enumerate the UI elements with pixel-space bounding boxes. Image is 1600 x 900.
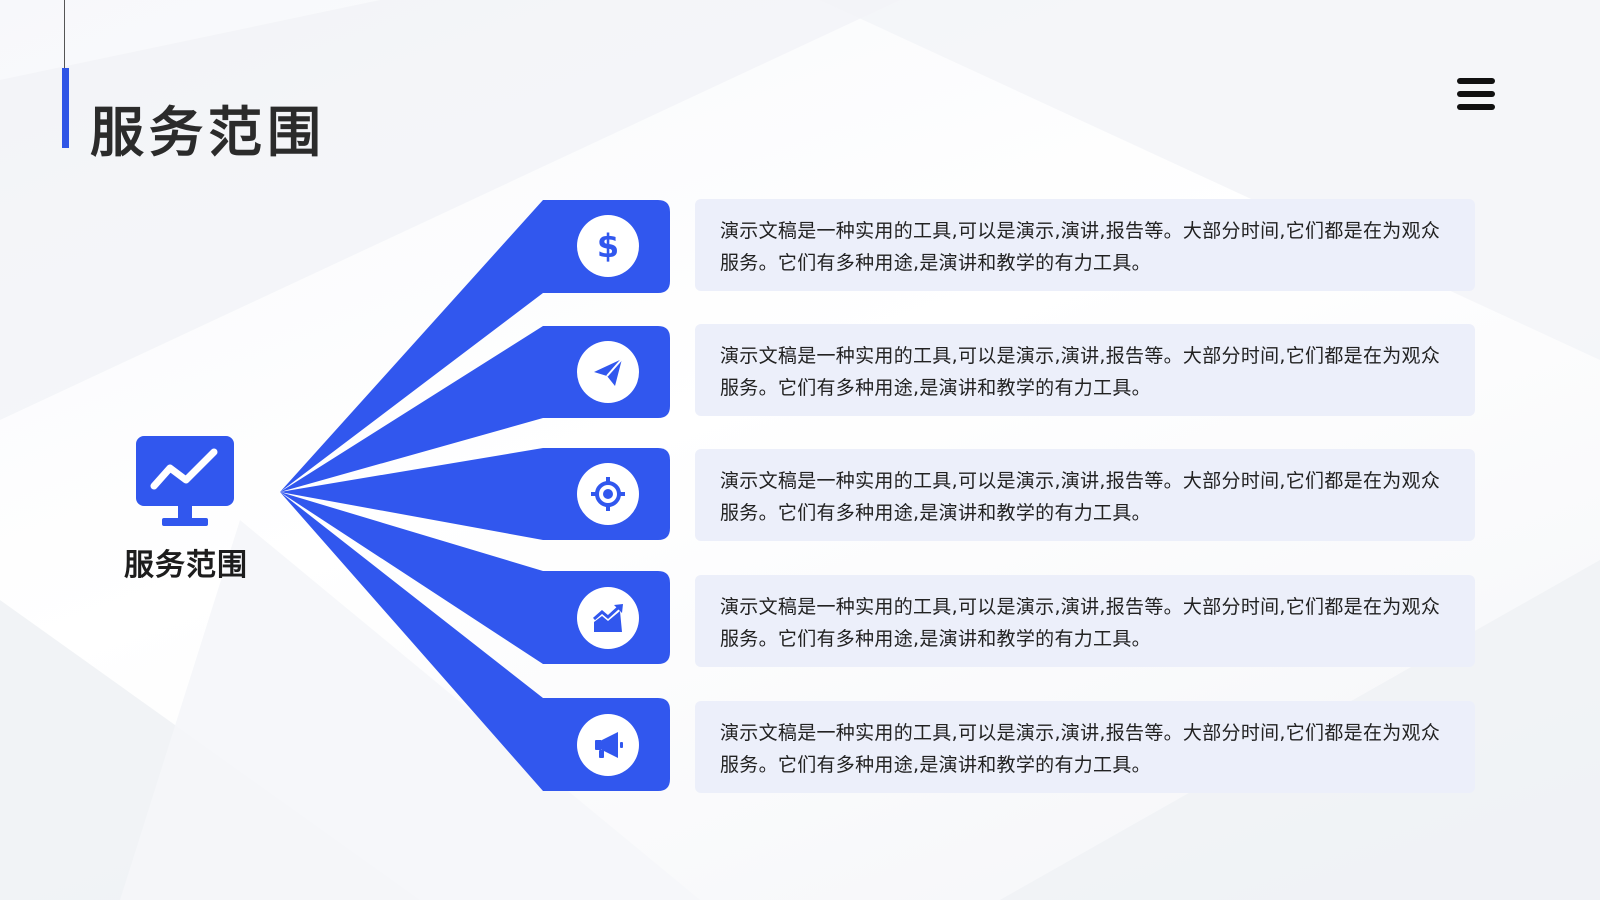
- branch-2: [280, 326, 670, 492]
- item-text-3: 演示文稿是一种实用的工具,可以是演示,演讲,报告等。大部分时间,它们都是在为观众…: [720, 470, 1441, 524]
- top-divider-line: [64, 0, 65, 70]
- item-textbox-3: 演示文稿是一种实用的工具,可以是演示,演讲,报告等。大部分时间,它们都是在为观众…: [695, 449, 1475, 541]
- branch-5: [280, 492, 670, 791]
- svg-text:$: $: [597, 228, 619, 264]
- item-textbox-1: 演示文稿是一种实用的工具,可以是演示,演讲,报告等。大部分时间,它们都是在为观众…: [695, 199, 1475, 291]
- page-title: 服务范围: [90, 101, 326, 164]
- dollar-icon: $: [577, 215, 639, 277]
- item-textbox-4: 演示文稿是一种实用的工具,可以是演示,演讲,报告等。大部分时间,它们都是在为观众…: [695, 575, 1475, 667]
- paper-plane-icon: [577, 341, 639, 403]
- title-accent-bar: [62, 68, 69, 148]
- hub-label: 服务范围: [124, 548, 248, 583]
- hamburger-menu-icon[interactable]: [1457, 78, 1495, 110]
- branch-3: [280, 448, 670, 540]
- branch-4: [280, 492, 670, 664]
- target-icon: [577, 463, 639, 525]
- branch-1: [280, 200, 670, 492]
- growth-chart-icon: [577, 587, 639, 649]
- monitor-chart-icon: [136, 436, 234, 526]
- item-text-1: 演示文稿是一种实用的工具,可以是演示,演讲,报告等。大部分时间,它们都是在为观众…: [720, 220, 1441, 274]
- megaphone-icon: [577, 714, 639, 776]
- item-text-2: 演示文稿是一种实用的工具,可以是演示,演讲,报告等。大部分时间,它们都是在为观众…: [720, 345, 1441, 399]
- item-text-4: 演示文稿是一种实用的工具,可以是演示,演讲,报告等。大部分时间,它们都是在为观众…: [720, 596, 1441, 650]
- item-textbox-5: 演示文稿是一种实用的工具,可以是演示,演讲,报告等。大部分时间,它们都是在为观众…: [695, 701, 1475, 793]
- item-textbox-2: 演示文稿是一种实用的工具,可以是演示,演讲,报告等。大部分时间,它们都是在为观众…: [695, 324, 1475, 416]
- item-text-5: 演示文稿是一种实用的工具,可以是演示,演讲,报告等。大部分时间,它们都是在为观众…: [720, 722, 1441, 776]
